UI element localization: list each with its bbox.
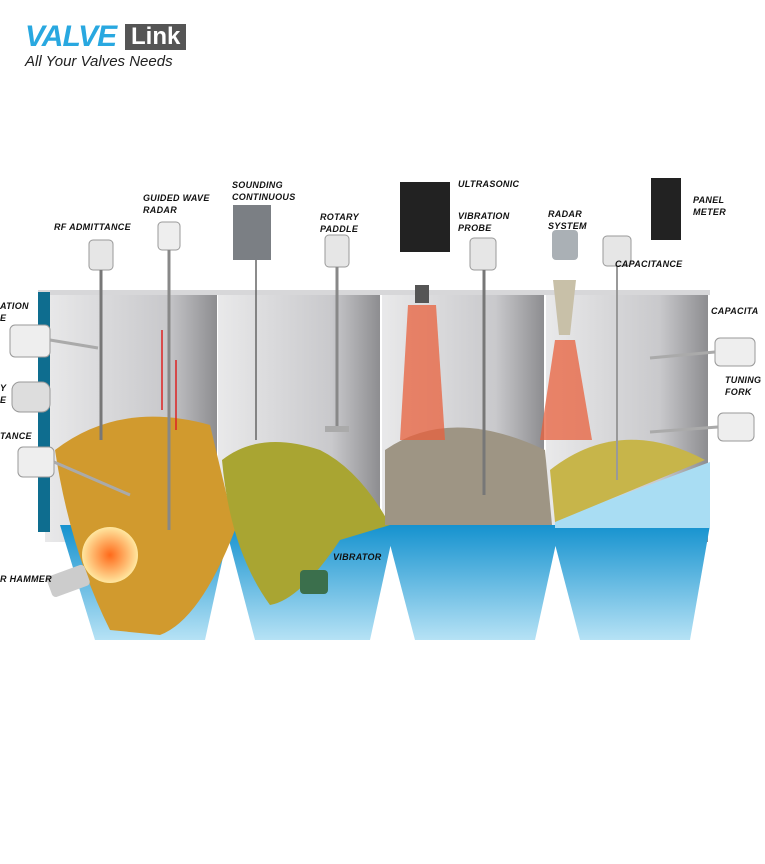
label-line: VIBRATION — [458, 211, 510, 221]
valvelink-logo: VALVE Link All Your Valves Needs — [25, 22, 210, 72]
label-line: GUIDED WAVE — [143, 193, 210, 203]
label-vibrator: VIBRATOR — [333, 552, 382, 562]
label-tuning-fork: TUNING FORK — [725, 374, 761, 398]
label-line: PANEL — [693, 195, 725, 205]
label-line: METER — [693, 207, 726, 217]
label-sounding: SOUNDING CONTINUOUS — [232, 179, 296, 203]
label-capacitance-right: CAPACITA — [711, 306, 759, 316]
label-radar-system: RADAR SYSTEM — [548, 208, 587, 232]
label-rf-admittance: RF ADMITTANCE — [54, 222, 131, 232]
probes — [9, 178, 756, 597]
label-line: FORK — [725, 387, 752, 397]
label-ultrasonic: ULTRASONIC — [458, 179, 520, 189]
label-line: Y — [0, 383, 7, 393]
label-line: CONTINUOUS — [232, 192, 296, 202]
silo-level-diagram — [9, 178, 756, 640]
logo-tagline: All Your Valves Needs — [25, 53, 173, 70]
label-line: SOUNDING — [232, 180, 283, 190]
label-line: E — [0, 395, 7, 405]
label-vibration-probe: VIBRATION PROBE — [458, 210, 510, 234]
label-rotary-paddle: ROTARY PADDLE — [320, 211, 359, 235]
label-line: RADAR — [143, 205, 177, 215]
logo-brand-link: Link — [125, 24, 187, 50]
logo-brand-valve: VALVE — [25, 20, 117, 53]
label-line: SYSTEM — [548, 221, 587, 231]
label-guided-wave: GUIDED WAVE RADAR — [143, 192, 210, 216]
label-panel-meter: PANEL METER — [693, 194, 726, 218]
label-line: E — [0, 313, 7, 323]
label-line: ROTARY — [320, 212, 359, 222]
label-capacitance-top: CAPACITANCE — [615, 259, 683, 269]
label-line: PADDLE — [320, 224, 359, 234]
label-line: RADAR — [548, 209, 582, 219]
label-line: ATION — [0, 301, 29, 311]
label-left-capacitance: TANCE — [0, 431, 32, 441]
label-air-hammer: R HAMMER — [0, 574, 52, 584]
label-line: TUNING — [725, 375, 762, 385]
label-line: PROBE — [458, 223, 492, 233]
label-left-vibration: ATION E — [0, 300, 29, 324]
